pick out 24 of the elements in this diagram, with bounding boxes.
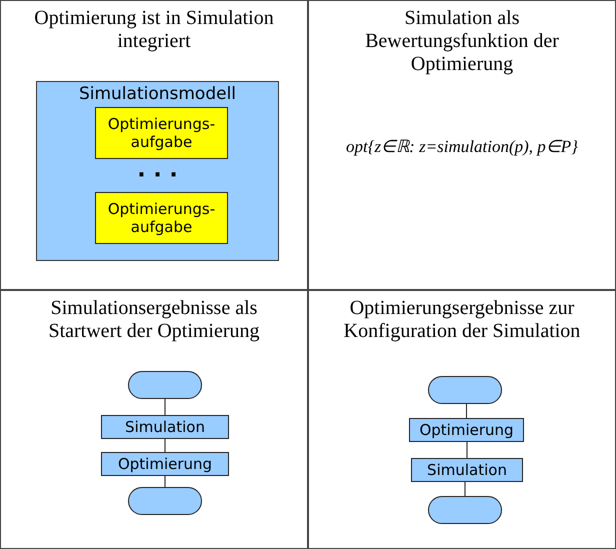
process-box: Optimierung (101, 452, 229, 476)
box-title: Simulationsmodell (78, 84, 238, 104)
ellipsis-dots: · · · (136, 166, 179, 186)
connector-line (164, 476, 166, 488)
cell-heading: Optimierung ist in Simulation integriert (33, 7, 275, 53)
process-box: Simulation (411, 458, 523, 482)
cell-heading: Optimierungsergebnisse zur Konfiguration der Simulation (342, 297, 582, 343)
process-box: Optimierung (409, 418, 524, 442)
task-box: Optimierungs- aufgabe (95, 107, 228, 159)
model-box (36, 81, 279, 261)
connector-line (466, 404, 467, 418)
table-cell (0, 0, 308, 290)
process-box: Simulation (101, 415, 229, 439)
task-box: Optimierungs- aufgabe (95, 192, 228, 244)
formula: opt{z∈ℝ: z=simulation(p), p∈P} (345, 136, 579, 157)
table-cell (0, 290, 308, 549)
connector-line (164, 398, 166, 416)
connector-line (466, 442, 468, 458)
cell-heading: Simulation als Bewertungsfunktion der Optimierung (364, 7, 560, 76)
connector-line (464, 482, 466, 496)
connector-line (164, 438, 166, 452)
table-cell (308, 0, 616, 290)
cell-heading: Simulationsergebnisse als Startwert der Optimierung (47, 297, 261, 343)
table-cell (308, 290, 616, 549)
